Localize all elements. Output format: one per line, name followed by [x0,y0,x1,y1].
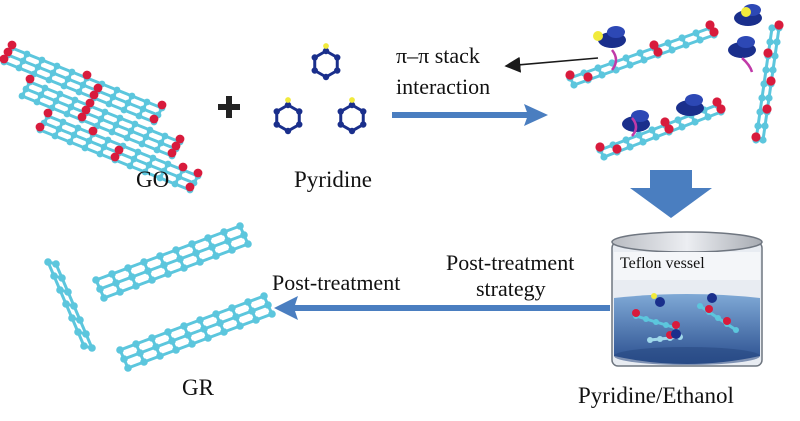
pyridine-label: Pyridine [294,167,372,192]
left-arrow-bottom [274,296,610,320]
post-treatment-strategy-label-line2: strategy [476,276,546,301]
down-arrow [630,170,712,218]
pi-stack-pointer-arrow [504,56,599,73]
solvent-label: Pyridine/Ethanol [578,383,734,408]
right-arrow-top [392,104,548,126]
go-label: GO [136,167,170,192]
teflon-vessel-icon [611,231,763,367]
plus-sign [218,96,240,118]
graphene-oxide-sheets [0,40,203,194]
post-treatment-label: Post-treatment [272,270,401,295]
teflon-vessel-label: Teflon vessel [620,255,705,272]
vessel-composite-particles [632,293,739,343]
post-treatment-strategy-label-line1: Post-treatment [446,250,575,275]
pi-stack-label-line1: π–π stack [396,43,480,68]
go-pyridine-composite [565,4,784,161]
pyridine-molecules [273,43,367,135]
gr-label: GR [182,375,214,400]
reduced-graphene-sheets [44,222,276,372]
pi-stack-label-line2: interaction [396,74,491,99]
